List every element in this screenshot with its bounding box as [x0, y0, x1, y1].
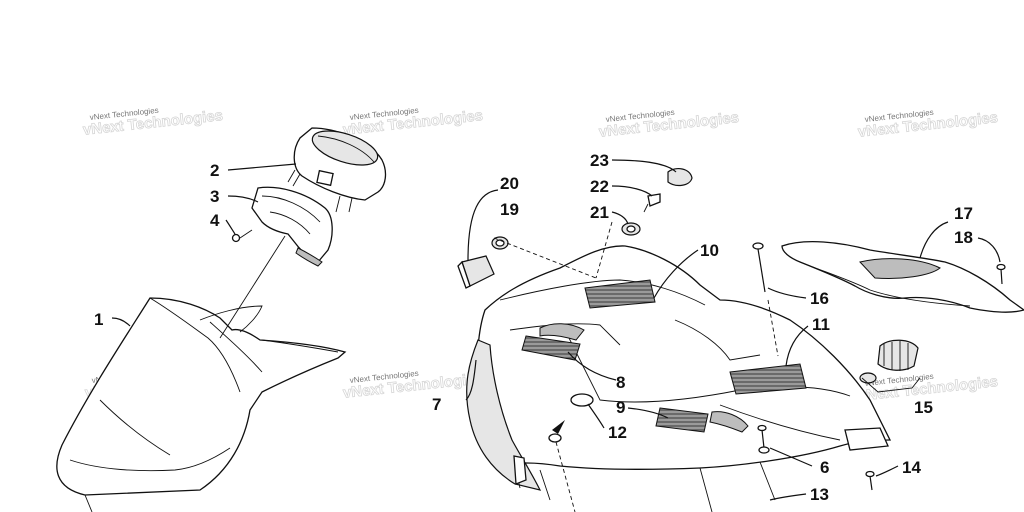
- callout-19: 19: [500, 200, 519, 219]
- part-10-decal: [584, 279, 656, 309]
- callout-23: 23: [590, 151, 609, 170]
- part-14-screw: [865, 470, 875, 491]
- callout-21: 21: [590, 203, 609, 222]
- center-leaders: [465, 159, 1001, 501]
- watermark-6: vNext Technologies vNext Technologies: [342, 369, 484, 402]
- watermark-4: vNext Technologies vNext Technologies: [857, 108, 999, 141]
- part-18-screw: [996, 263, 1006, 285]
- part-6-screw: [757, 424, 770, 454]
- callout-18: 18: [954, 228, 973, 247]
- callout-20: 20: [500, 174, 519, 193]
- callout-7: 7: [432, 395, 441, 414]
- part-2-gauge: [287, 127, 387, 213]
- callout-22: 22: [590, 177, 609, 196]
- part-3-bracket: [251, 186, 333, 267]
- watermark-3: vNext Technologies vNext Technologies: [598, 108, 740, 141]
- callout-17: 17: [954, 204, 973, 223]
- part-1-hood: [56, 297, 347, 512]
- part-13-fastener: [548, 420, 576, 512]
- part-11-decal: [729, 363, 807, 395]
- callout-8: 8: [616, 373, 625, 392]
- callout-9: 9: [616, 398, 625, 417]
- callout-12: 12: [608, 423, 627, 442]
- part-4-screw: [231, 229, 253, 243]
- watermark-2: vNext Technologies vNext Technologies: [342, 106, 484, 139]
- part-23-cap: [667, 168, 693, 187]
- part-22-pin: [643, 193, 661, 213]
- callout-16: 16: [810, 289, 829, 308]
- callout-6: 6: [820, 458, 829, 477]
- left-leaders: [111, 163, 297, 339]
- part-21-grommet: [621, 222, 641, 236]
- part-15-switch: [859, 339, 919, 384]
- callout-13: 13: [810, 485, 829, 504]
- callout-11: 11: [812, 315, 830, 334]
- callout-2: 2: [210, 161, 219, 180]
- part-9-decal: [655, 407, 709, 433]
- callout-10: 10: [700, 241, 719, 260]
- callout-14: 14: [902, 458, 921, 477]
- callout-15: 15: [914, 398, 933, 417]
- part-12-plate: [570, 393, 594, 407]
- part-17-rear-cover: [781, 240, 1024, 313]
- callout-3: 3: [210, 187, 219, 206]
- watermark-1: vNext Technologies vNext Technologies: [82, 106, 224, 139]
- part-19-washer: [491, 236, 509, 250]
- part-16-bolt: [752, 242, 766, 293]
- dashed-guides: [493, 221, 779, 357]
- callout-1: 1: [94, 310, 103, 329]
- part-20-connector: [457, 255, 495, 289]
- callout-4: 4: [210, 211, 220, 230]
- part-7-body-cover: [466, 245, 892, 512]
